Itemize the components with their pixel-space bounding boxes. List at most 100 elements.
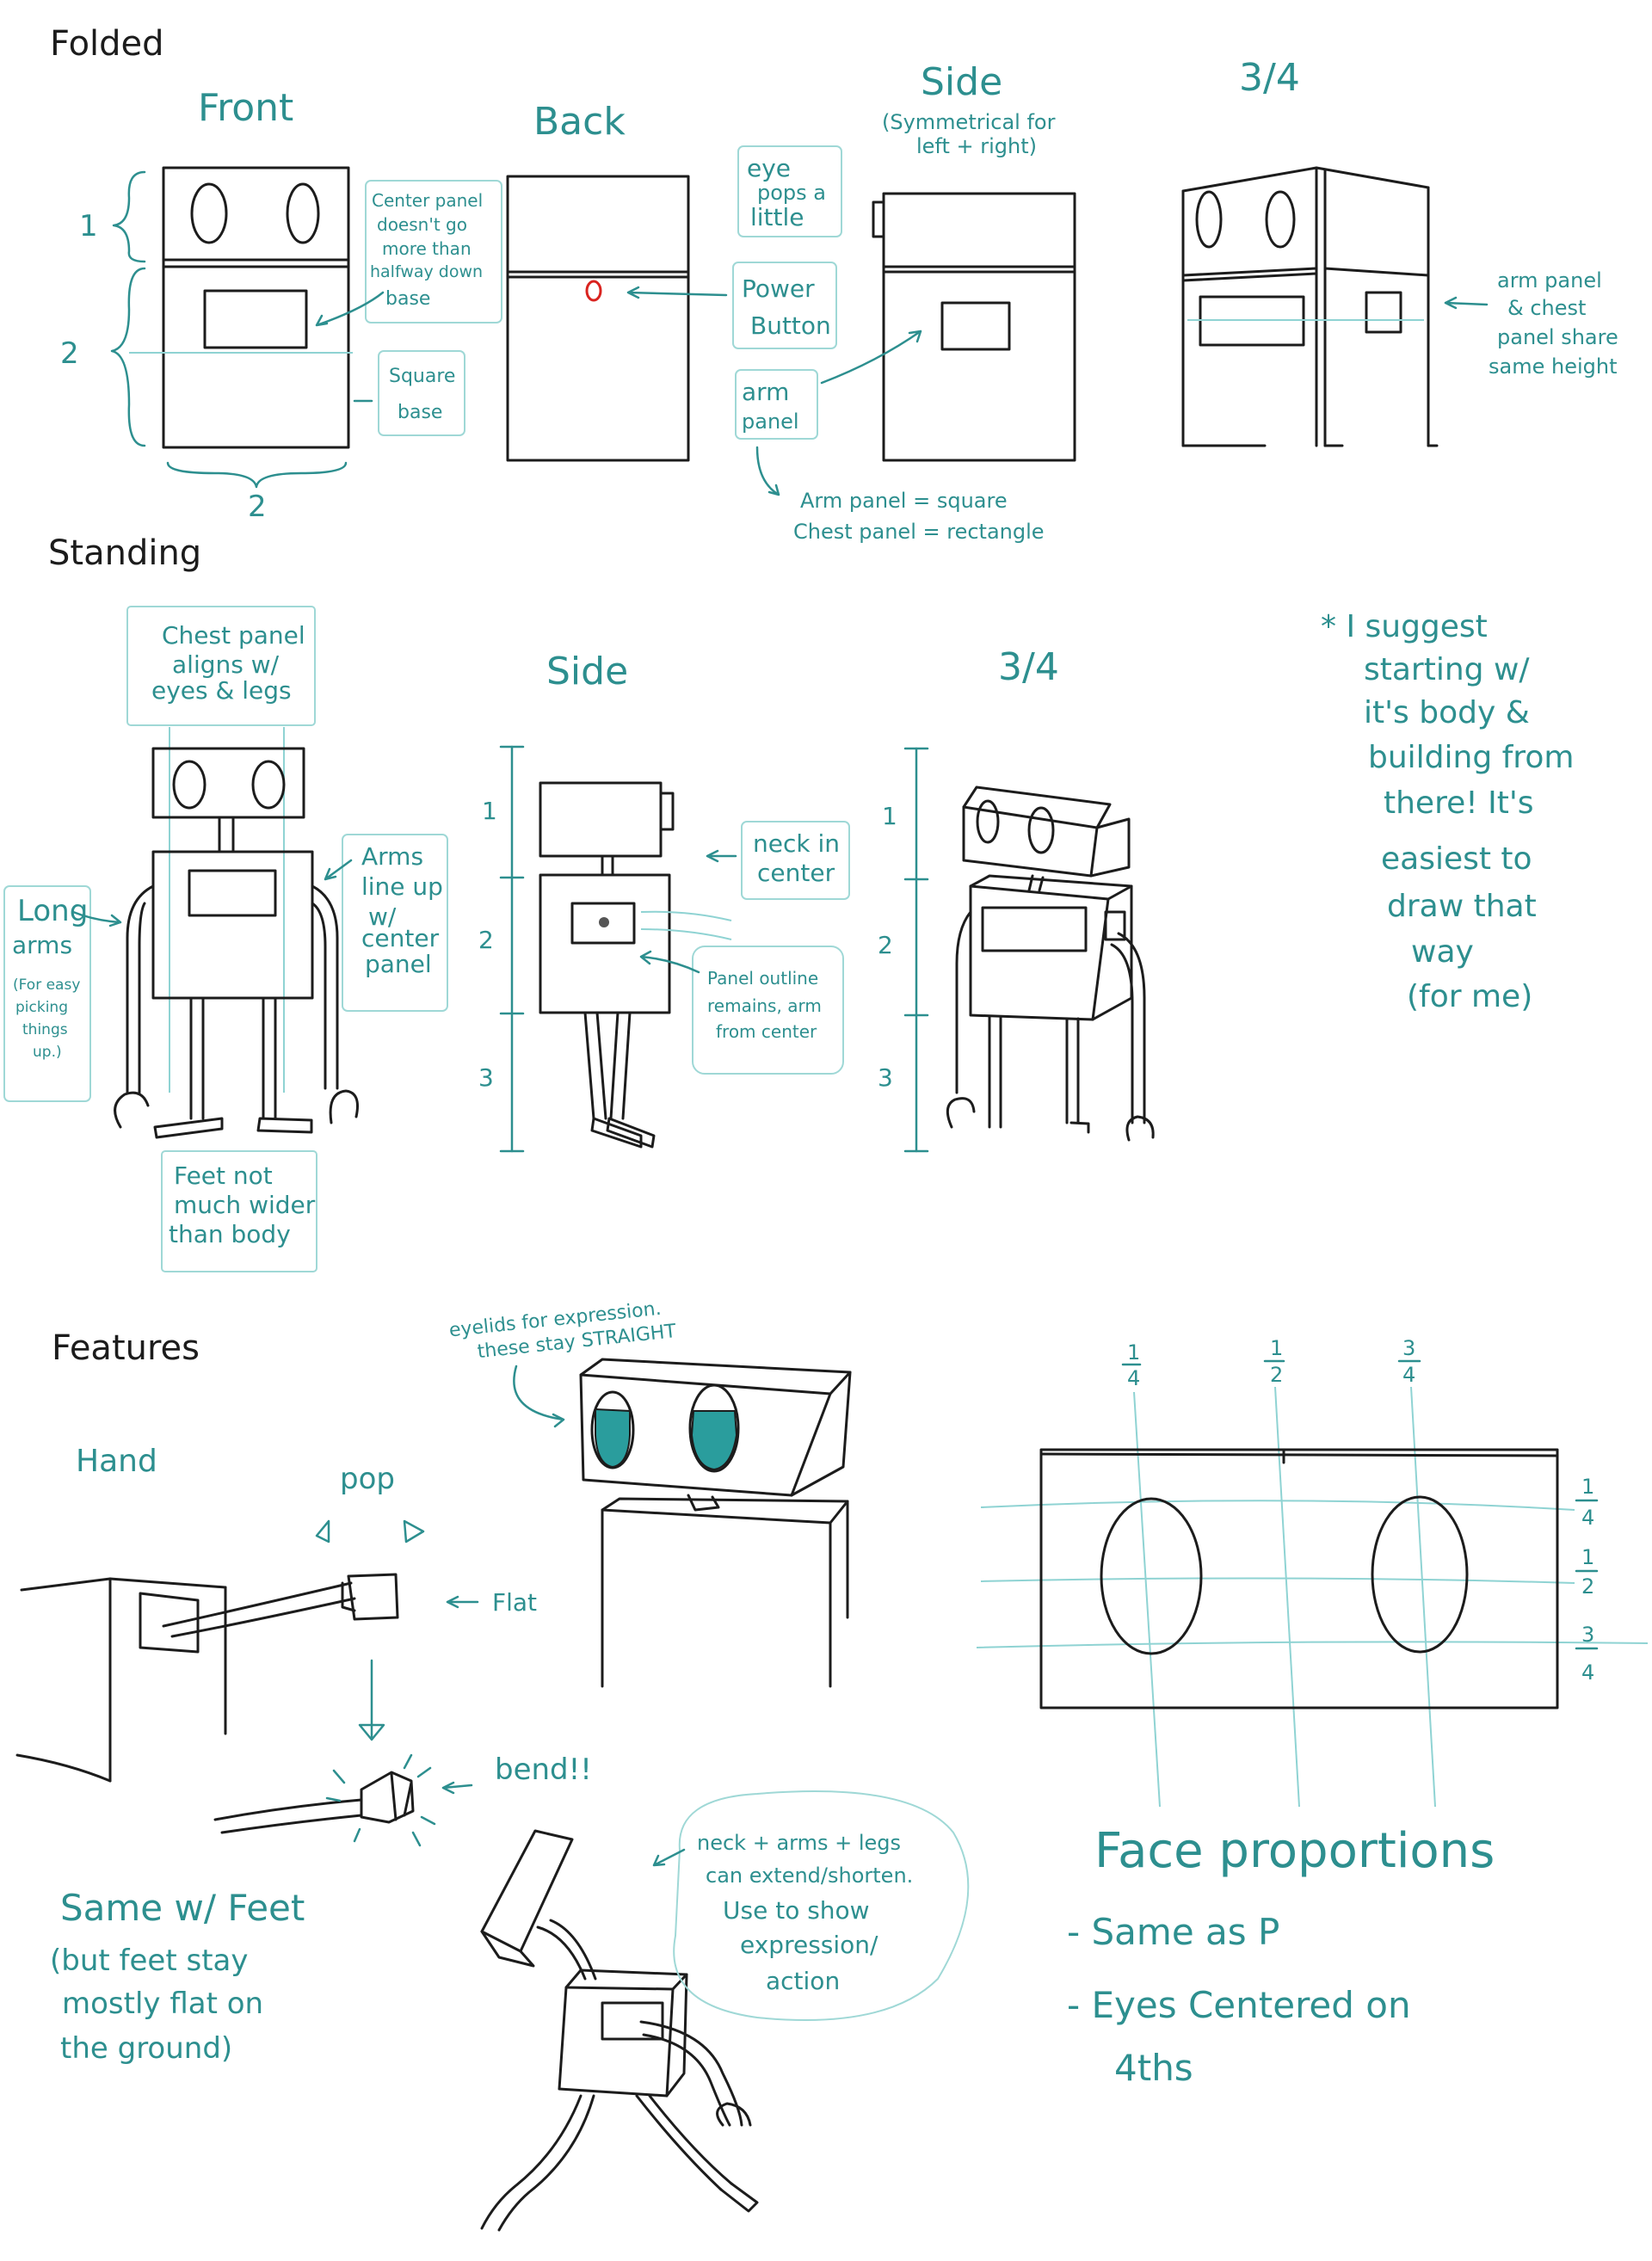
standing-threequarter-view: 3/4 1 2 3 <box>878 645 1155 1153</box>
frac-top-3-num: 3 <box>1402 1336 1415 1360</box>
same-feet-3: mostly flat on <box>62 1987 263 2021</box>
extend-note-3: Use to show <box>723 1896 870 1925</box>
front-dim-1: 1 <box>79 209 98 243</box>
section-standing-title: Standing <box>48 533 201 573</box>
suggest-1: * I suggest <box>1321 609 1488 644</box>
same-feet-4: the ground) <box>60 2031 232 2066</box>
note-share-height-3: panel share <box>1497 325 1618 349</box>
note-square-base-1: Square <box>389 366 455 387</box>
side-sub-1: (Symmetrical for <box>882 110 1056 134</box>
frac-top-2-num: 1 <box>1270 1336 1283 1360</box>
standing-threequarter-label: 3/4 <box>998 645 1059 689</box>
power-button-icon <box>585 280 602 302</box>
side-dim-3: 3 <box>478 1063 494 1092</box>
note-center-panel-3: more than <box>382 238 472 259</box>
note-square-base-2: base <box>398 402 442 423</box>
same-feet-1: Same w/ Feet <box>60 1887 305 1929</box>
note-center-panel-4: halfway down <box>370 262 483 281</box>
back-label: Back <box>533 100 626 144</box>
note-center-panel-5: base <box>385 288 430 310</box>
front-dim-2: 2 <box>60 336 79 371</box>
suggest-3: it's body & <box>1364 695 1530 730</box>
features-eyelids: eyelids for expression. these stay STRAI… <box>448 1298 852 1688</box>
note-arms-line-2: line up <box>361 872 443 901</box>
same-feet-2: (but feet stay <box>50 1944 248 1978</box>
pop-label: pop <box>340 1462 395 1496</box>
extend-note-1: neck + arms + legs <box>697 1831 901 1855</box>
face-proportions-diagram: 1 4 1 2 3 4 1 4 1 2 3 4 Face proportions… <box>976 1336 1649 2089</box>
suggest-9: (for me) <box>1407 979 1532 1014</box>
note-panel-outline-2: remains, arm <box>707 995 822 1016</box>
left-eyelid-icon <box>595 1408 631 1469</box>
front-dim-bottom-2: 2 <box>248 490 267 524</box>
face-note-2: - Eyes Centered on <box>1067 1984 1411 2026</box>
frac-side-3-den: 4 <box>1581 1660 1594 1685</box>
frac-side-2-num: 1 <box>1581 1545 1594 1569</box>
suggest-6: easiest to <box>1381 841 1532 877</box>
suggest-8: way <box>1411 934 1474 970</box>
note-panel-outline-3: from center <box>716 1021 817 1042</box>
note-share-height-1: arm panel <box>1497 268 1602 293</box>
frac-top-1-den: 4 <box>1127 1366 1140 1390</box>
side-sub-2: left + right) <box>916 134 1037 158</box>
frac-top-2-den: 2 <box>1270 1363 1283 1387</box>
walking-robot: neck + arms + legs can extend/shorten. U… <box>480 1790 970 2232</box>
note-neck-1: neck in <box>753 829 840 858</box>
note-neck-2: center <box>757 859 835 887</box>
frac-side-1-num: 1 <box>1581 1475 1594 1499</box>
note-center-panel-2: doesn't go <box>377 214 467 235</box>
suggestion-note: * I suggest starting w/ it's body & buil… <box>1321 609 1574 1014</box>
note-arm-panel-2: panel <box>742 410 799 434</box>
extend-note-5: action <box>766 1967 840 1995</box>
note-long-arms-sub-4: up.) <box>33 1044 62 1061</box>
suggest-7: draw that <box>1387 889 1537 924</box>
extend-note-4: expression/ <box>740 1931 878 1959</box>
note-feet-3: than body <box>169 1220 291 1248</box>
note-panels-shape-2: Chest panel = rectangle <box>793 520 1045 544</box>
frac-top-3-den: 4 <box>1402 1363 1415 1387</box>
note-arms-line-5: panel <box>365 950 432 978</box>
note-long-arms-2: arms <box>12 931 72 959</box>
frac-top-1-num: 1 <box>1127 1340 1140 1365</box>
note-long-arms-sub-3: things <box>22 1021 68 1038</box>
section-features-title: Features <box>52 1328 200 1368</box>
frac-side-2-den: 2 <box>1581 1574 1594 1599</box>
suggest-4: building from <box>1368 740 1574 775</box>
bend-label: bend!! <box>495 1753 592 1787</box>
folded-threequarter-view: 3/4 arm panel & chest panel share same h… <box>1181 56 1618 447</box>
note-share-height-2: & chest <box>1507 296 1586 320</box>
section-folded-title: Folded <box>50 24 164 64</box>
tq-dim-1: 1 <box>882 802 897 830</box>
note-chest-aligns-3: eyes & legs <box>151 676 292 705</box>
front-label: Front <box>198 86 293 130</box>
note-long-arms-sub-1: (For easy <box>13 976 80 994</box>
side-dim-1: 1 <box>482 797 497 825</box>
standing-side-view: Side 1 2 3 neck in center Panel outline <box>478 650 850 1153</box>
tq-dim-3: 3 <box>878 1063 893 1092</box>
folded-side-view: Side (Symmetrical for left + right) eye … <box>626 60 1076 544</box>
tq-dim-2: 2 <box>878 931 893 959</box>
threequarter-label: 3/4 <box>1239 56 1300 100</box>
note-feet-2: much wider <box>174 1191 316 1219</box>
note-power-2: Button <box>750 311 831 340</box>
extend-note-2: can extend/shorten. <box>706 1864 913 1888</box>
note-eye-pops-2: pops a <box>757 181 826 205</box>
face-title: Face proportions <box>1094 1823 1495 1879</box>
note-power-1: Power <box>742 274 815 303</box>
suggest-2: starting w/ <box>1364 652 1530 687</box>
note-center-panel-1: Center panel <box>372 190 483 211</box>
standing-side-label: Side <box>546 650 628 693</box>
note-eye-pops-3: little <box>750 203 804 231</box>
note-chest-aligns-2: aligns w/ <box>172 650 280 679</box>
note-panel-outline-1: Panel outline <box>707 968 818 989</box>
folded-front-view: Front 1 2 2 Center panel doesn't go more… <box>60 86 502 524</box>
note-arms-line-3: w/ <box>368 903 397 931</box>
face-note-1: - Same as P <box>1067 1911 1279 1953</box>
side-dim-2: 2 <box>478 926 494 954</box>
note-chest-aligns-1: Chest panel <box>162 621 305 650</box>
note-long-arms-sub-2: picking <box>15 999 68 1016</box>
feet-note: Same w/ Feet (but feet stay mostly flat … <box>50 1887 305 2066</box>
note-arms-line-4: center <box>361 924 440 952</box>
frac-side-1-den: 4 <box>1581 1506 1594 1530</box>
